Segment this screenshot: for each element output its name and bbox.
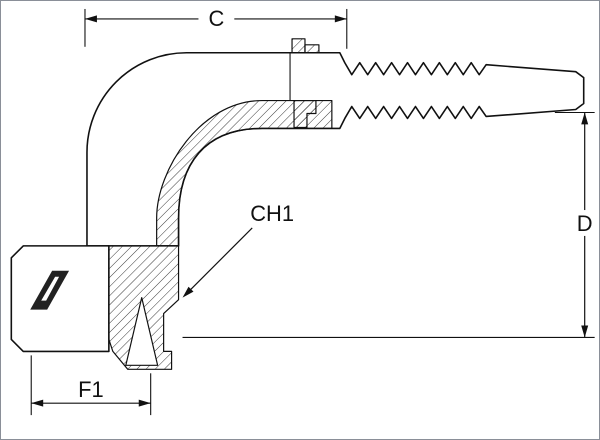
arrowhead — [138, 399, 151, 407]
dimension-c: C — [84, 4, 348, 49]
dimension-d-label: D — [577, 211, 593, 236]
crimp-tab — [291, 38, 306, 54]
seat-cross-section — [108, 245, 180, 370]
crimp-tab — [304, 44, 320, 54]
arrowhead — [84, 15, 97, 23]
label-background — [570, 210, 599, 236]
brand-logo-mark — [30, 270, 70, 310]
dimension-f1: F1 — [30, 355, 152, 416]
collar-cross-section — [293, 99, 317, 129]
swivel-nut — [10, 245, 110, 353]
dimension-f1-label: F1 — [78, 377, 104, 402]
label-background — [198, 4, 235, 31]
arrowhead — [581, 112, 589, 125]
arrowhead — [334, 15, 347, 23]
arrowhead — [581, 325, 589, 338]
callout-ch1-label: CH1 — [250, 201, 294, 226]
callout-ch1: CH1 — [182, 201, 294, 298]
dimension-d: D — [182, 111, 599, 339]
leader-line — [186, 227, 253, 295]
wall-cross-section — [156, 99, 333, 247]
dimension-c-label: C — [208, 6, 224, 31]
arrowhead — [31, 399, 44, 407]
arrowhead — [182, 286, 194, 298]
